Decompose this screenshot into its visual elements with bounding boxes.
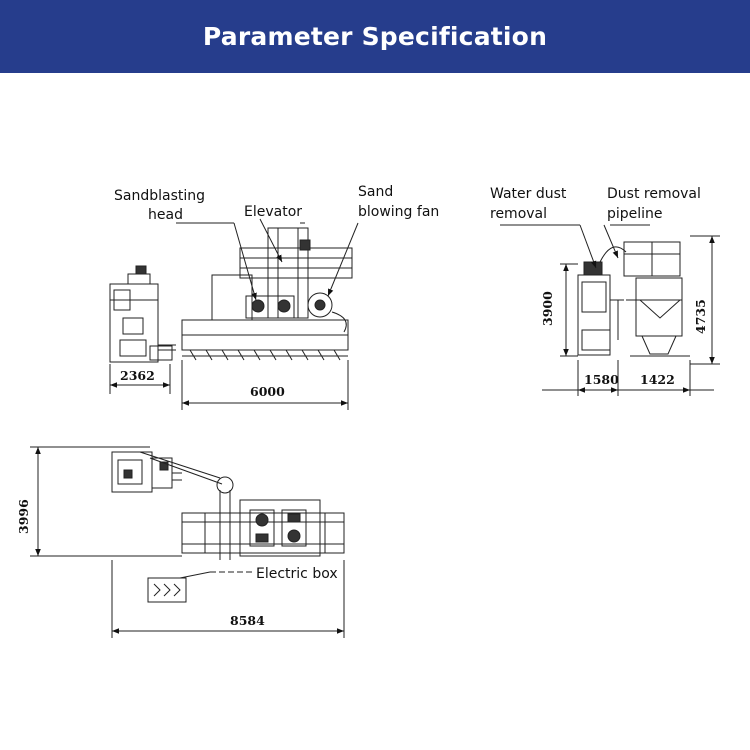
dim-side-width-right: 1422 (640, 372, 675, 387)
plan-view (30, 446, 345, 638)
dim-plan-length: 8584 (230, 613, 265, 628)
dim-front-length: 6000 (250, 384, 285, 399)
label-electric-box: Electric box (256, 566, 338, 582)
dim-side-height-right: 4735 (693, 299, 708, 334)
dim-side-height-left: 3900 (540, 291, 555, 326)
label-elevator: Elevator (244, 204, 302, 220)
page-title: Parameter Specification (202, 22, 548, 51)
plan-electric-box (147, 577, 187, 603)
dust-removal-tower (617, 241, 690, 357)
label-dust-removal-pipeline: Dust removal (607, 186, 701, 202)
water-dust-collector (577, 246, 627, 356)
label-sand-blowing-fan-line2: blowing fan (358, 204, 439, 220)
label-sand-blowing-fan: Sand (358, 184, 393, 200)
plan-main-machine (181, 499, 345, 557)
dim-plan-depth: 3996 (16, 499, 31, 534)
plan-side-cabinet (111, 451, 182, 493)
header-bar: Parameter Specification (0, 0, 750, 73)
dim-front-side-width: 2362 (120, 368, 155, 383)
label-sandblasting-head: Sandblasting (114, 188, 205, 204)
side-cabinet (109, 265, 176, 363)
label-water-dust-removal: Water dust (490, 186, 567, 202)
label-water-dust-removal-line2: removal (490, 206, 547, 222)
front-view (109, 218, 359, 410)
dim-side-width-left: 1580 (584, 372, 619, 387)
label-sandblasting-head-line2: head (148, 207, 183, 223)
side-view (500, 224, 720, 396)
label-dust-removal-pipeline-line2: pipeline (607, 206, 663, 222)
main-machine-front (181, 227, 353, 361)
